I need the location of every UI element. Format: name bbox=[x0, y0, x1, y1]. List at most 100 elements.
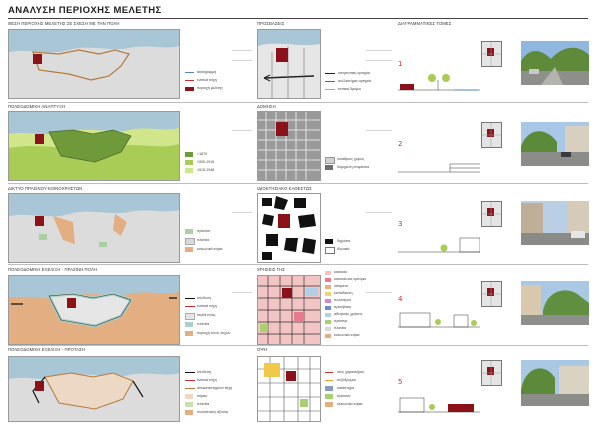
legend-swatch-public bbox=[325, 239, 333, 244]
legend-label: δομημένη επιφάνεια bbox=[337, 165, 370, 169]
legend-swatch bbox=[325, 394, 333, 399]
legend-swatch bbox=[325, 299, 331, 303]
legend-swatch bbox=[325, 313, 331, 317]
row5-proposal-map bbox=[8, 356, 180, 422]
legend-label: περιοχή εντός τειχών bbox=[197, 331, 231, 335]
legend-swatch-social bbox=[185, 247, 193, 252]
guide-line bbox=[366, 212, 392, 213]
legend-swatch-arterial bbox=[325, 73, 335, 74]
legend-swatch-site bbox=[185, 87, 194, 91]
row3-section-drawing bbox=[398, 237, 480, 253]
legend-label: 1915-1948 bbox=[197, 168, 215, 172]
legend-label: δημόσια bbox=[337, 239, 351, 243]
row2-density-map bbox=[257, 111, 321, 181]
guide-line bbox=[366, 292, 392, 293]
legend-swatch-1900 bbox=[185, 160, 193, 165]
row4-mid-title: ΧΡΗΣΕΙΣ ΓΗΣ bbox=[257, 267, 285, 272]
legend-label: πλατεία bbox=[197, 238, 210, 242]
row-divider bbox=[8, 102, 588, 103]
legend-swatch-1915 bbox=[185, 168, 193, 173]
legend-label: κατάστημα bbox=[337, 386, 355, 390]
row1-street-photo bbox=[521, 41, 589, 85]
legend-label: νέος χαρακτήρας bbox=[337, 370, 365, 374]
legend-swatch-square bbox=[185, 238, 195, 245]
section-number: 2 bbox=[398, 140, 403, 148]
legend-swatch bbox=[325, 320, 331, 324]
legend-label: ενετικά τείχη bbox=[197, 304, 217, 308]
page-title: ΑΝΑΛΥΣΗ ΠΕΡΙΟΧΗΣ ΜΕΛΕΤΗΣ bbox=[8, 5, 162, 16]
legend-label: πράσινο bbox=[337, 394, 351, 398]
legend-swatch-open-space bbox=[325, 157, 335, 164]
section-number: 3 bbox=[398, 220, 403, 228]
legend-label: κοινωνικά κτίρια bbox=[197, 247, 223, 251]
row1-section-drawing bbox=[398, 74, 480, 91]
legend-label: κοινωνικά κτίρια bbox=[337, 402, 363, 406]
legend-label: παλιά πόλη bbox=[197, 313, 216, 317]
guide-line bbox=[366, 60, 392, 61]
row3-ownership-map bbox=[257, 193, 321, 263]
row1-location-map bbox=[8, 29, 180, 99]
legend-label: κοινωνικά κτίρια bbox=[334, 333, 360, 337]
legend-swatch-connection bbox=[185, 372, 195, 373]
section-number: 4 bbox=[398, 295, 403, 303]
legend-swatch bbox=[325, 278, 331, 282]
legend-label: πολιτισμός bbox=[334, 298, 352, 302]
row2-section-drawing bbox=[398, 163, 480, 173]
legend-swatch-1870 bbox=[185, 152, 193, 157]
legend-swatch-green bbox=[185, 229, 193, 234]
legend-label: πρόσβαση bbox=[334, 305, 352, 309]
legend-label: σύνδεση bbox=[197, 296, 211, 300]
legend-label: ενετικά τείχη bbox=[197, 378, 217, 382]
column-title-access: ΠΡΟΣΒΑΣΕΙΣ bbox=[257, 21, 285, 26]
legend-swatch-park bbox=[185, 394, 193, 399]
legend-swatch-local bbox=[325, 89, 335, 90]
row3-key-thumb bbox=[481, 201, 502, 227]
legend-label: πράσινο bbox=[197, 229, 211, 233]
row2-growth-map bbox=[8, 111, 180, 181]
row5-key-thumb bbox=[481, 360, 502, 386]
row1-left-title: ΘΕΣΗ ΠΕΡΙΟΧΗΣ ΜΕΛΕΤΗΣ ΣΕ ΣΧΕΣΗ ΜΕ ΤΗΝ ΠΟ… bbox=[8, 21, 120, 26]
legend-swatch bbox=[325, 306, 331, 310]
legend-swatch-square bbox=[185, 322, 193, 327]
legend-label: ενετικά τείχη bbox=[197, 78, 217, 82]
guide-line bbox=[366, 50, 392, 51]
legend-label: αποκατεστημένα τείχη bbox=[197, 386, 233, 390]
guide-line bbox=[232, 50, 252, 51]
guide-line bbox=[232, 292, 252, 293]
legend-swatch bbox=[325, 327, 331, 331]
row2-key-thumb bbox=[481, 122, 502, 148]
legend-swatch-connection bbox=[185, 298, 195, 299]
row2-street-photo bbox=[521, 122, 589, 166]
row5-street-photo bbox=[521, 360, 589, 406]
row4-land-use-map bbox=[257, 275, 321, 345]
legend-label: <1870 bbox=[197, 152, 208, 156]
legend-label: πεζόδρομος bbox=[337, 378, 357, 382]
legend-label: αθλητικές χρήσεις bbox=[334, 312, 363, 316]
legend-swatch-inner-area bbox=[185, 331, 193, 336]
legend-swatch bbox=[325, 402, 333, 407]
legend-label: κατοικία bbox=[334, 270, 347, 274]
legend-label: πλατεία bbox=[197, 402, 210, 406]
legend-swatch-private bbox=[325, 247, 335, 254]
legend-label: τοπικοί δρόμοι bbox=[338, 87, 362, 91]
legend-label: 1900-1915 bbox=[197, 160, 215, 164]
legend-label: ιδιωτικά bbox=[337, 247, 350, 251]
row2-mid-title: ΔΟΜΗΣΗ bbox=[257, 104, 276, 109]
legend-swatch bbox=[325, 285, 331, 289]
section-number: 1 bbox=[398, 60, 403, 68]
title-rule bbox=[8, 18, 588, 19]
row5-facade-map bbox=[257, 356, 321, 422]
legend-label: συλλεκτήρια αρτηρία bbox=[338, 79, 371, 83]
guide-line bbox=[232, 60, 252, 61]
row3-left-title: ΔΙΚΤΥΟ ΠΡΑΣΙΝΟΥ-ΚΟΙΝΟΧΡΗΣΤΩΝ bbox=[8, 186, 83, 191]
legend-swatch bbox=[325, 380, 333, 381]
legend-swatch-cultural-axis bbox=[185, 410, 193, 415]
row1-key-thumb bbox=[481, 41, 502, 67]
legend-label: πάρκο bbox=[197, 394, 208, 398]
legend-label: πλατεία bbox=[334, 326, 347, 330]
legend-swatch bbox=[325, 271, 331, 275]
row5-section-drawing bbox=[398, 397, 480, 413]
guide-line bbox=[232, 212, 252, 213]
legend-label: κτίσματα bbox=[334, 284, 348, 288]
guide-line bbox=[232, 130, 252, 131]
